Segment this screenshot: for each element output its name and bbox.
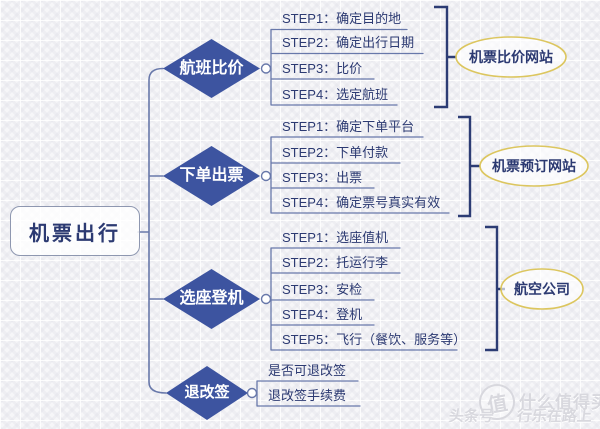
- branch1-diamond: [163, 39, 260, 98]
- branch4-diamond: [166, 366, 248, 420]
- branch1-annotation-ellipse: [455, 36, 567, 78]
- branch2-annotation: 机票预订网站: [492, 158, 576, 174]
- watermark-brand-text: 什么值得买: [519, 393, 600, 412]
- step-item: STEP2：下单付款: [282, 145, 389, 160]
- step-item: STEP3：比价: [282, 61, 363, 76]
- trunk-connector: [137, 67, 167, 394]
- branch3-annotation-ellipse: [500, 268, 584, 310]
- step-item: STEP3：安检: [282, 282, 363, 297]
- root-node: 机票出行: [10, 206, 140, 256]
- branch2-bracket: [458, 115, 480, 218]
- watermark-author-text: 行乐在路上: [516, 408, 593, 425]
- branch3-label: 选座登机: [179, 290, 244, 307]
- step-item: 退改签手续费: [268, 388, 347, 403]
- step-item: STEP3：出票: [282, 170, 363, 185]
- step-item: STEP4：确定票号真实有效: [282, 195, 441, 210]
- step-item: STEP4：登机: [282, 307, 363, 322]
- branch1-joint-circle: [260, 63, 272, 74]
- step-item: STEP4：选定航班: [282, 87, 389, 102]
- branch3-joint-circle: [260, 293, 272, 305]
- branch2-label: 下单出票: [179, 167, 244, 184]
- step-item: STEP2：托运行李: [282, 255, 389, 270]
- branch4-joint-circle: [246, 387, 258, 399]
- branch3-diamond: [163, 269, 260, 329]
- step-item: STEP1：确定下单平台: [282, 119, 415, 134]
- step-item: STEP5：飞行（餐饮、服务等）: [282, 332, 467, 347]
- branch4-label: 退改签: [184, 384, 230, 401]
- step-item: STEP2：确定出行日期: [282, 35, 415, 50]
- branch2-annotation-ellipse: [479, 145, 589, 187]
- step-item: STEP1：确定目的地: [282, 11, 402, 26]
- branch1-annotation: 机票比价网站: [469, 49, 553, 65]
- watermark-channel-text: 头条号: [448, 408, 495, 425]
- branch3-annotation: 航空公司: [514, 281, 570, 297]
- step-item: STEP1：选座值机: [282, 230, 389, 245]
- step-item: 是否可退改签: [268, 363, 347, 378]
- branch2-joint-circle: [260, 170, 272, 182]
- branch1-label: 航班比价: [179, 59, 244, 77]
- branch1-bracket: [434, 5, 457, 109]
- branch2-diamond: [163, 146, 260, 206]
